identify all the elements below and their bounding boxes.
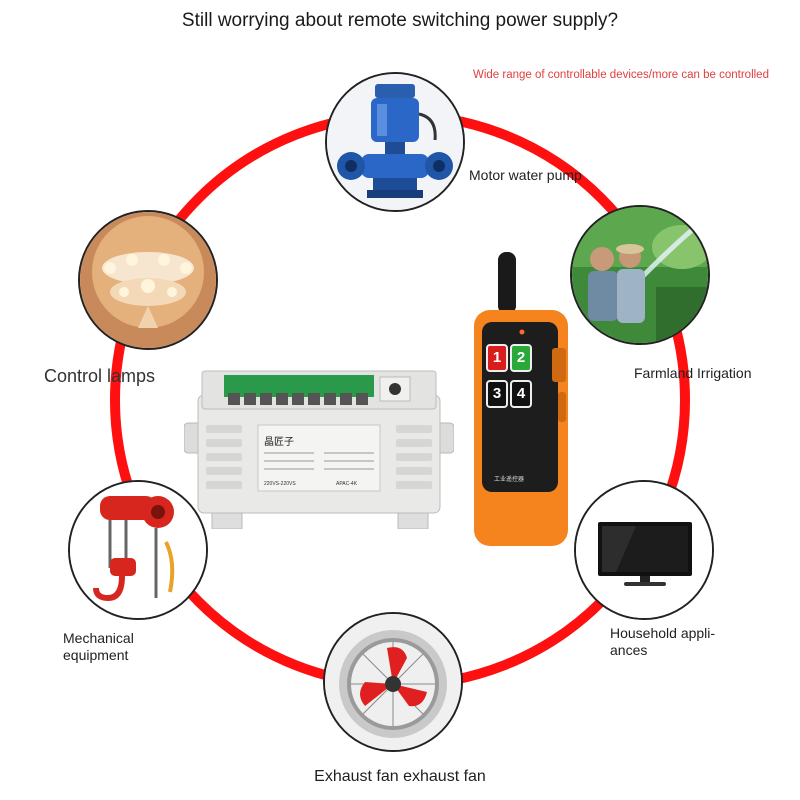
fan-circle: [323, 612, 463, 752]
tv-icon: [576, 482, 712, 618]
remote-button-3-label: 3: [492, 385, 502, 402]
lamps-circle: [78, 210, 218, 350]
chain-hoist-icon: [70, 482, 206, 618]
irrigation-circle: [570, 205, 710, 345]
mechanical-label-line2: equipment: [63, 647, 129, 663]
exhaust-fan-icon: [325, 614, 461, 750]
irrigation-label: Farmland Irrigation: [634, 365, 752, 381]
lamps-label: Control lamps: [44, 366, 156, 386]
receiver-brand: 晶匠子: [264, 437, 294, 448]
household-label-line2: ances: [610, 642, 648, 658]
remote-footer: 工业遥控器: [494, 477, 525, 483]
household-label-line1: Household appli-: [610, 625, 716, 641]
remote-button-4[interactable]: 4: [510, 380, 532, 408]
remote-button-3[interactable]: 3: [486, 380, 508, 408]
remote-button-2[interactable]: 2: [510, 344, 532, 372]
chandelier-icon: [80, 212, 216, 348]
mechanical-label-line1: Mechanical: [63, 630, 134, 646]
pump-circle: [325, 72, 465, 212]
remote-button-2-label: 2: [516, 349, 526, 366]
irrigation-icon: [572, 207, 708, 343]
remote-control: 1 2 3 4 工业遥控器: [470, 252, 570, 547]
remote-button-1[interactable]: 1: [486, 344, 508, 372]
household-label: Household appli- ances: [610, 625, 715, 659]
fan-label: Exhaust fan exhaust fan: [314, 768, 486, 785]
mechanical-label: Mechanical equipment: [63, 630, 134, 664]
subline: Wide range of controllable devices/more …: [473, 69, 769, 81]
receiver-module: 晶匠子 220VS-220VS APAC-4K: [184, 367, 454, 529]
mechanical-circle: [68, 480, 208, 620]
household-circle: [574, 480, 714, 620]
water-pump-icon: [327, 74, 463, 210]
receiver-spec: 220VS-220VS: [264, 481, 296, 487]
pump-label: Motor water pump: [469, 167, 582, 183]
remote-button-1-label: 1: [492, 349, 502, 366]
receiver-model: APAC-4K: [336, 481, 358, 487]
remote-button-4-label: 4: [516, 385, 526, 402]
headline: Still worrying about remote switching po…: [181, 10, 619, 31]
receiver-module-icon: [184, 370, 454, 529]
